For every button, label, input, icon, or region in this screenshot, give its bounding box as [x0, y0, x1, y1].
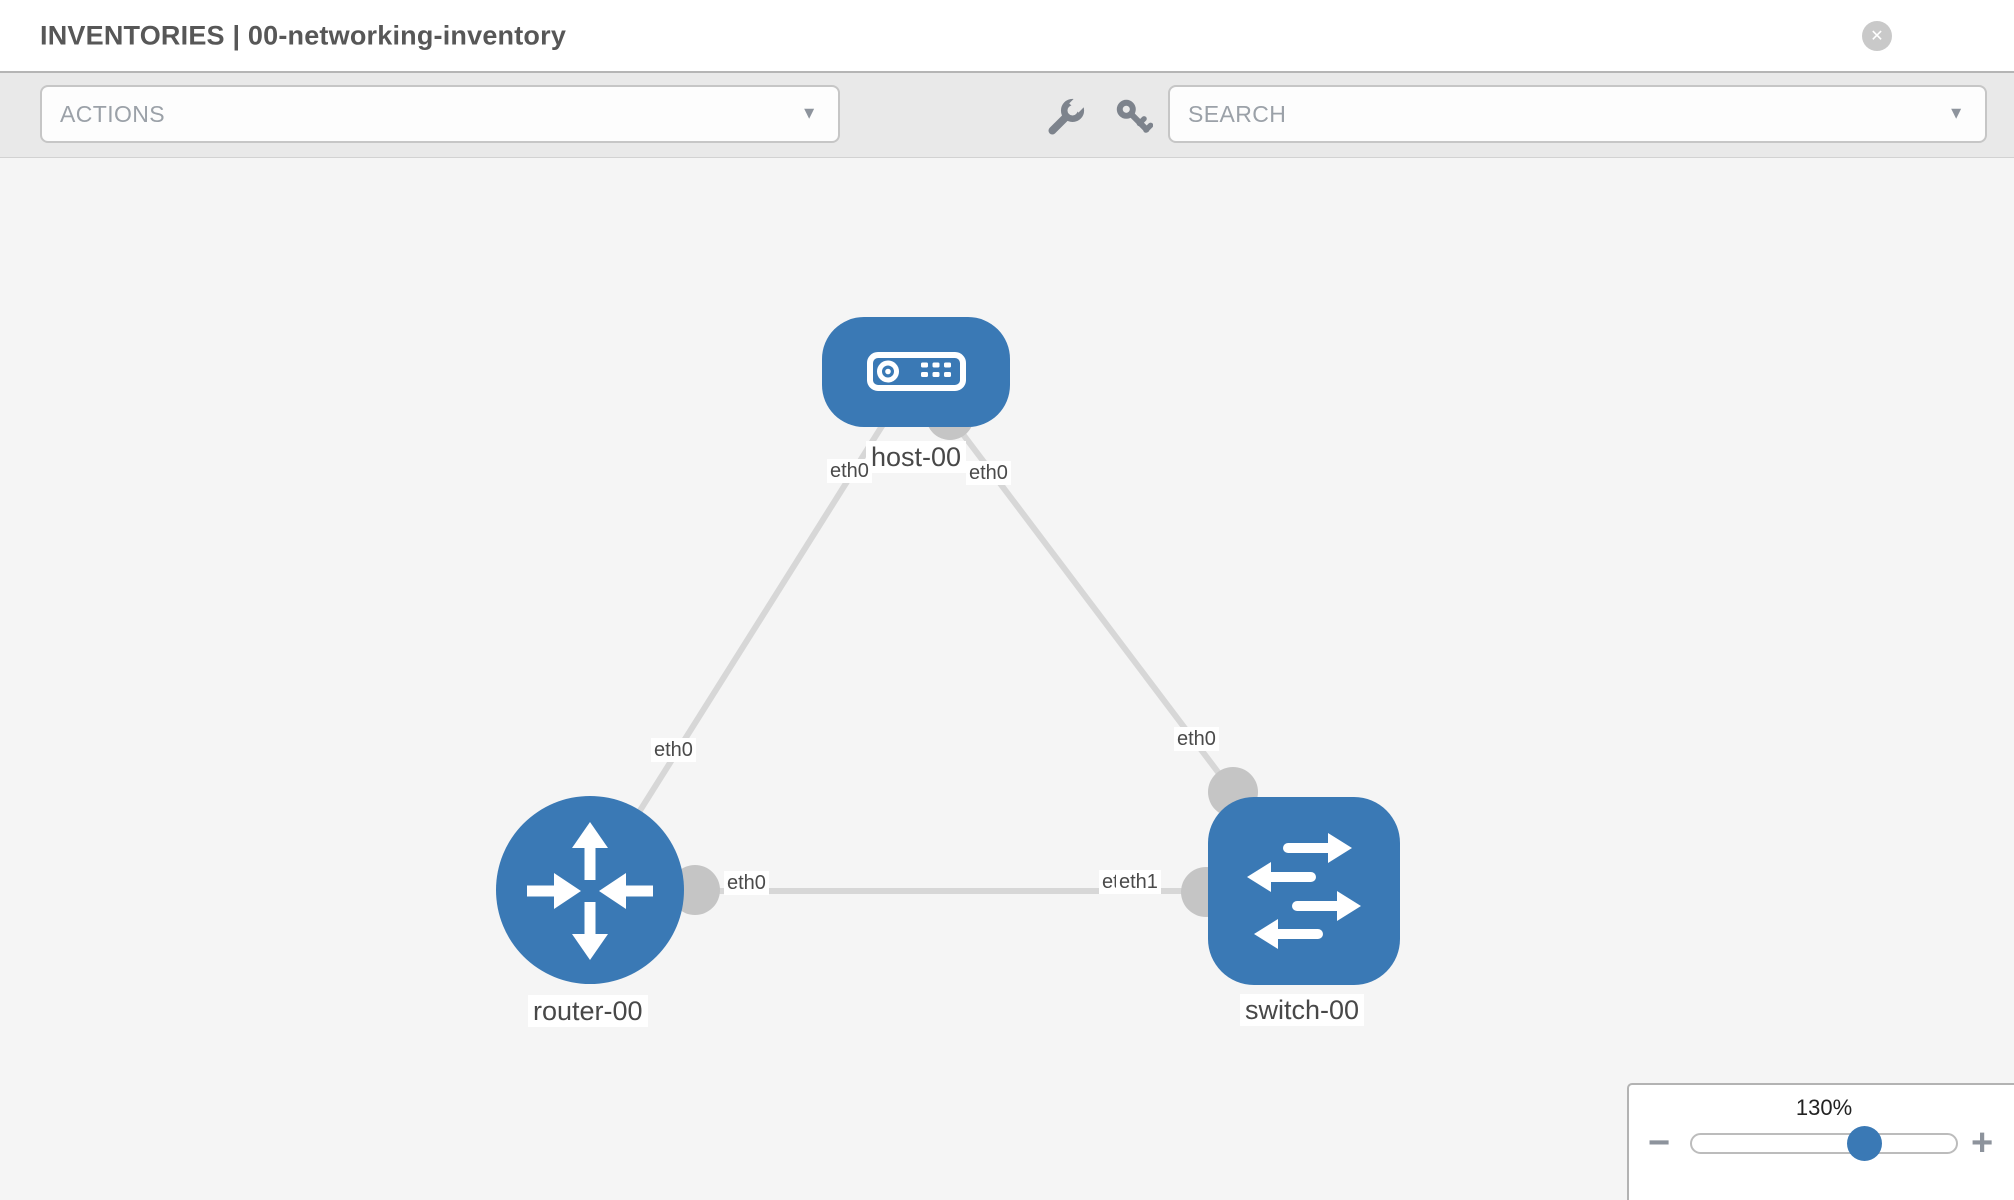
toolbar: ACTIONS ▼ SEARCH ▼ [0, 71, 2014, 158]
zoom-level: 130% [1795, 1095, 1853, 1120]
search-dropdown-label: SEARCH [1188, 100, 1287, 127]
zoom-slider-track[interactable] [1690, 1133, 1958, 1154]
close-icon: ✕ [1870, 28, 1884, 45]
key-icon[interactable] [1115, 98, 1153, 136]
header: INVENTORIES | 00-networking-inventory ✕ [0, 0, 2014, 71]
node-host-00[interactable] [822, 317, 1010, 427]
interface-label: eth0 [651, 738, 696, 763]
zoom-slider-handle[interactable] [1847, 1126, 1882, 1161]
host-icon [867, 352, 966, 391]
actions-dropdown-label: ACTIONS [60, 100, 166, 127]
topology-svg [496, 317, 1400, 985]
router-icon [527, 822, 653, 960]
interface-label: eth1 [1116, 870, 1161, 895]
node-label-host: host-00 [866, 441, 967, 474]
link-host-switch[interactable] [913, 370, 1236, 794]
interface-label: eth0 [827, 459, 872, 484]
interface-label: eth0 [1174, 727, 1219, 752]
chevron-down-icon: ▼ [1947, 103, 1965, 123]
node-label-switch: switch-00 [1240, 994, 1365, 1027]
wrench-icon[interactable] [1047, 98, 1085, 136]
chevron-down-icon: ▼ [800, 103, 818, 123]
node-router-00[interactable] [496, 796, 684, 984]
page-title: INVENTORIES | 00-networking-inventory [40, 20, 567, 50]
actions-dropdown[interactable]: ACTIONS ▼ [40, 85, 840, 143]
zoom-in-button[interactable]: + [1971, 1122, 1994, 1164]
interface-label: eth0 [724, 871, 769, 896]
switch-icon [1247, 833, 1361, 949]
node-switch-00[interactable] [1208, 797, 1400, 985]
topology-canvas[interactable]: host-00 eth0 eth0 eth0 eth0 router-00 sw… [0, 158, 2014, 1200]
link-host-router[interactable] [587, 370, 919, 892]
node-label-router: router-00 [528, 995, 648, 1028]
zoom-out-button[interactable]: − [1648, 1122, 1671, 1164]
search-dropdown[interactable]: SEARCH ▼ [1168, 85, 1987, 143]
interface-label: eth0 [966, 461, 1011, 486]
close-button[interactable]: ✕ [1862, 21, 1892, 51]
zoom-widget: 130% − + [1627, 1083, 2014, 1200]
